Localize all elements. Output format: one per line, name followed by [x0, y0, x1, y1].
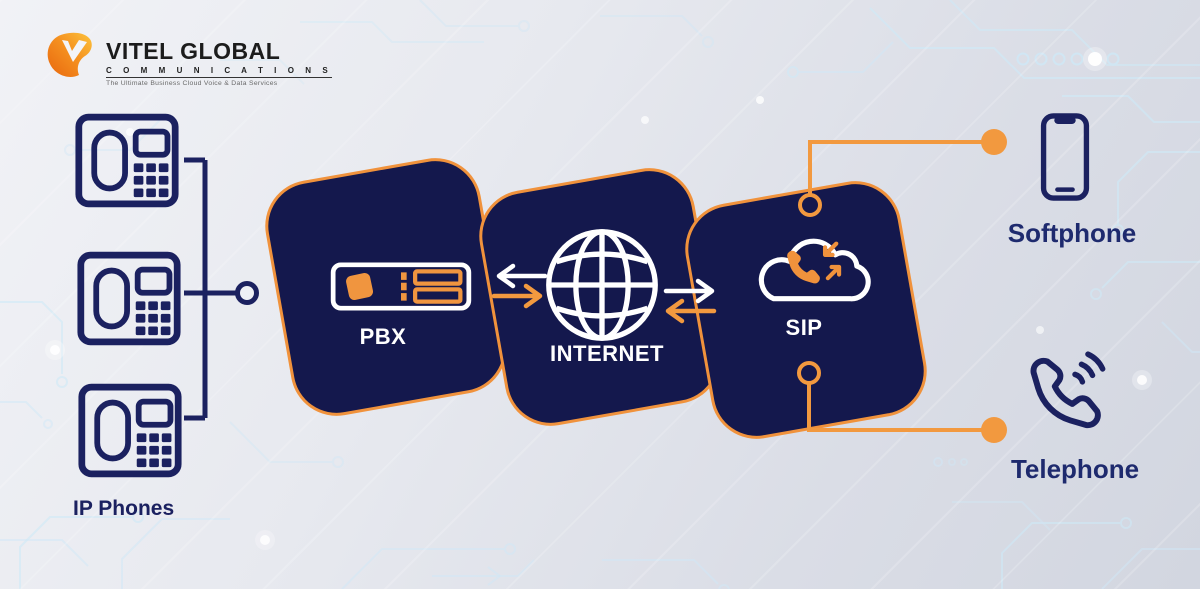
handset-icon	[1018, 345, 1110, 437]
cloud-call-icon	[742, 220, 882, 314]
ip-phone-icon	[74, 112, 180, 209]
sip-label: SIP	[785, 315, 823, 340]
ip-phone-icon	[76, 250, 182, 347]
softphone-label: Softphone	[1007, 218, 1137, 248]
vitel-global-logo: VITEL GLOBAL C O M M U N I C A T I O N S…	[42, 30, 333, 87]
smartphone-icon	[1040, 110, 1090, 204]
flame-v-icon	[42, 30, 100, 84]
globe-icon	[542, 225, 662, 345]
ip-phones-label: IP Phones	[73, 497, 175, 520]
brand-name: VITEL GLOBAL	[106, 38, 281, 64]
telephone-label: Telephone	[1010, 454, 1140, 484]
internet-label: INTERNET	[550, 341, 664, 366]
pbx-label: PBX	[359, 324, 407, 349]
brand-subtitle: C O M M U N I C A T I O N S	[106, 66, 333, 78]
brand-tagline: The Ultimate Business Cloud Voice & Data…	[106, 80, 278, 87]
pbx-appliance-icon	[330, 262, 472, 311]
ip-phone-icon	[77, 382, 183, 479]
